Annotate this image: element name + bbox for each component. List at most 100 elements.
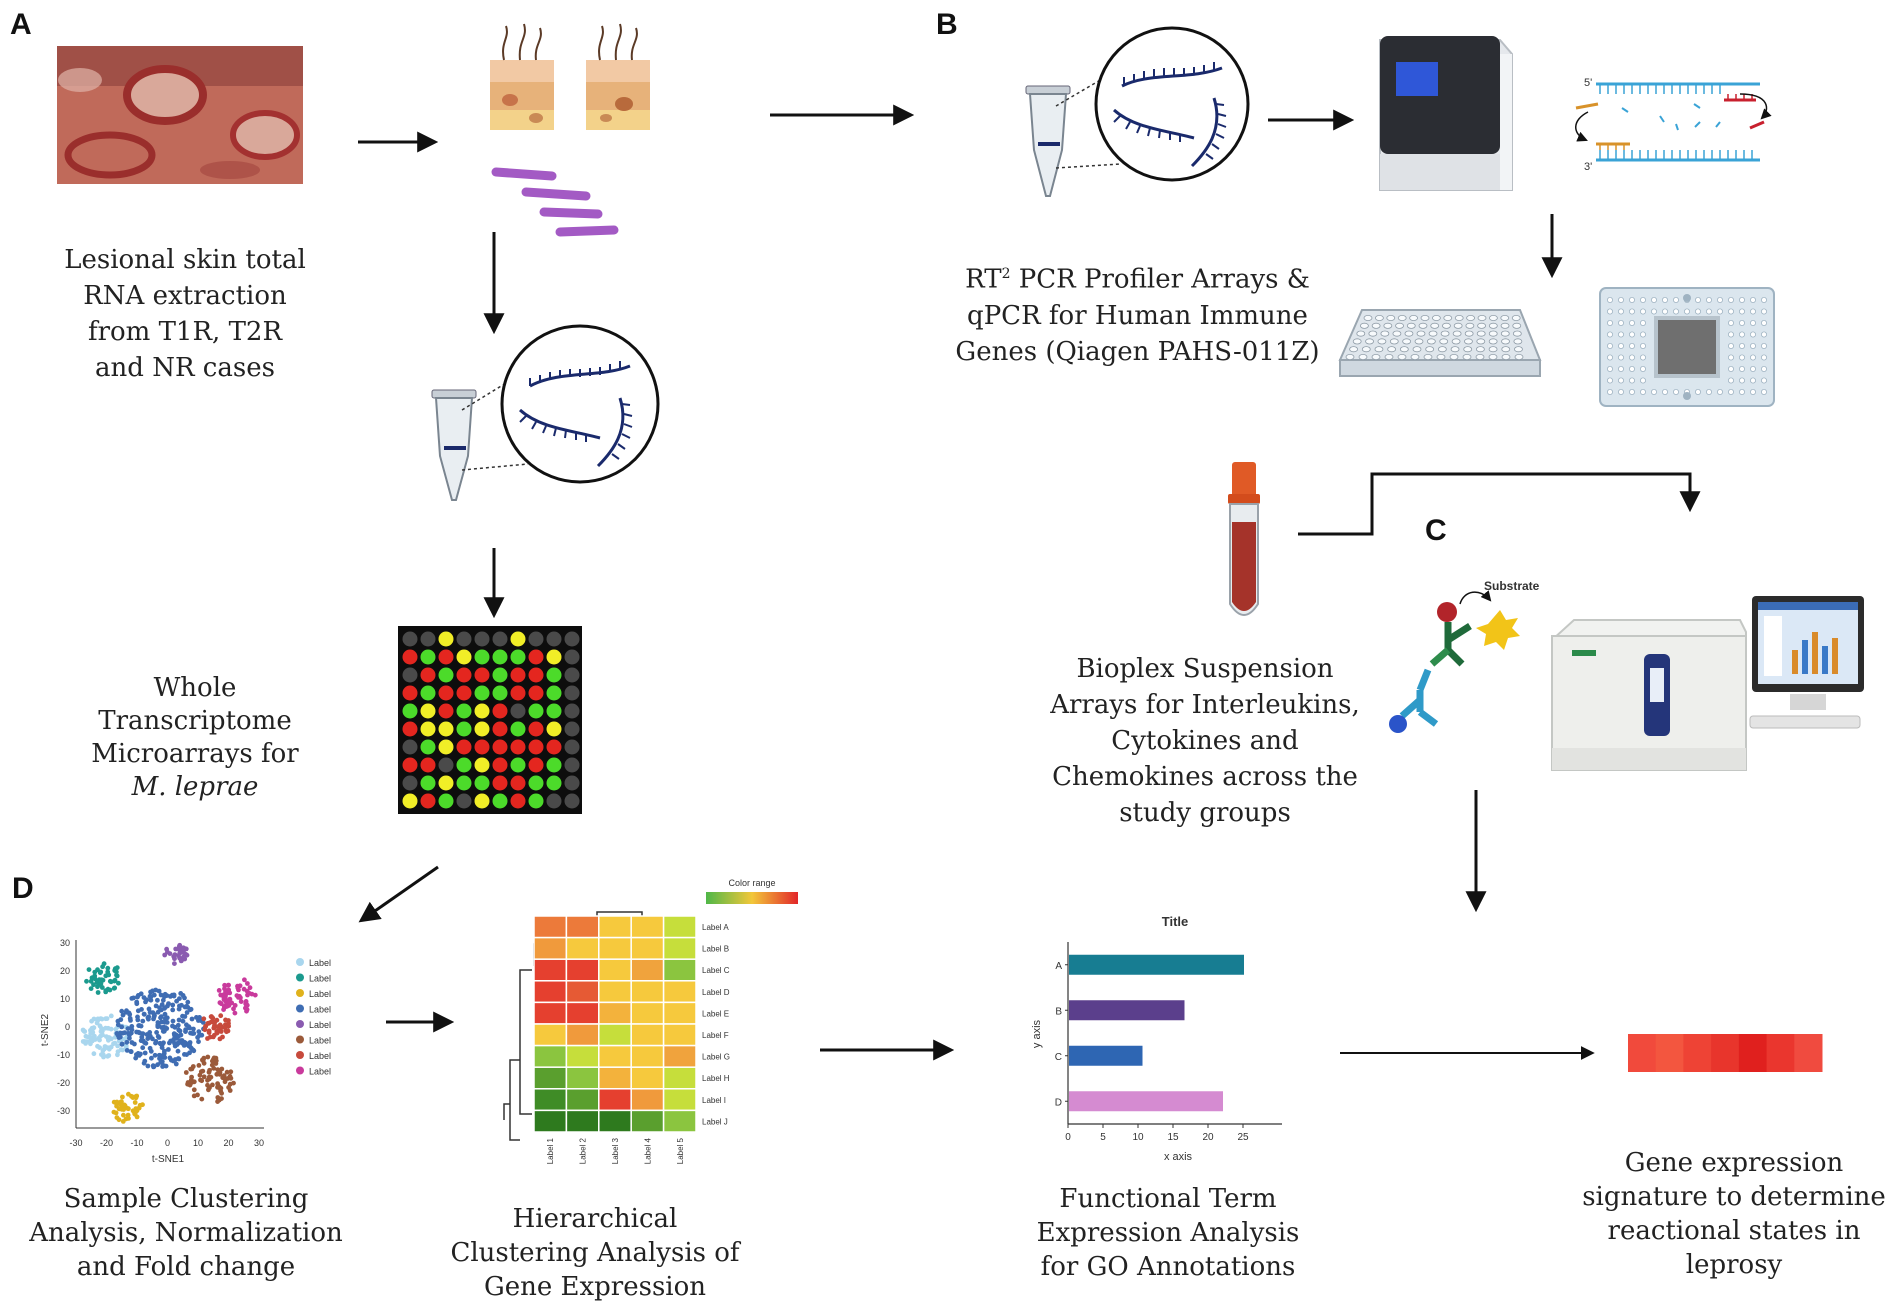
heatmap-cell bbox=[630, 980, 665, 1004]
tsne-point bbox=[182, 1052, 187, 1057]
microarray-spot bbox=[510, 703, 526, 719]
card-well bbox=[1640, 331, 1647, 338]
tsne-point bbox=[99, 985, 105, 990]
plate-well bbox=[1488, 338, 1498, 345]
microarray-spot bbox=[564, 739, 580, 755]
tsne-point bbox=[108, 979, 114, 985]
heatmap-cell bbox=[662, 915, 697, 939]
signature-cell bbox=[1794, 1034, 1823, 1072]
tsne-point bbox=[124, 1039, 130, 1045]
card-well bbox=[1629, 365, 1636, 372]
tsne-point bbox=[246, 990, 252, 996]
tsne-point bbox=[80, 1027, 86, 1033]
card-well bbox=[1607, 331, 1614, 338]
tsne-point bbox=[191, 1079, 197, 1085]
tsne-point bbox=[209, 1062, 215, 1068]
tsne-point bbox=[162, 1019, 168, 1025]
heatmap-cell bbox=[565, 1023, 600, 1047]
microarray-spot bbox=[420, 667, 436, 683]
heatmap-cell bbox=[533, 958, 568, 982]
pcr-strands-icon: 5' 3' bbox=[1575, 77, 1772, 173]
microarray-spot bbox=[438, 757, 454, 773]
heatmap-cell bbox=[565, 1066, 600, 1090]
heatmap-cell bbox=[565, 1044, 600, 1068]
card-well bbox=[1629, 308, 1636, 315]
tsne-point bbox=[159, 1045, 165, 1050]
tsne-point bbox=[120, 1094, 125, 1100]
tsne-point bbox=[183, 1070, 189, 1075]
tsne-point bbox=[247, 985, 253, 991]
plate-well bbox=[1466, 314, 1475, 321]
microarray-spot bbox=[528, 649, 544, 665]
tsne-xlabel: t-SNE1 bbox=[152, 1154, 185, 1165]
tsne-legend-label: Label bbox=[309, 974, 331, 984]
tsne-point bbox=[121, 1112, 126, 1118]
tsne-point bbox=[125, 1030, 131, 1036]
tsne-point bbox=[89, 1025, 95, 1031]
plate-well bbox=[1365, 338, 1374, 345]
tsne-point bbox=[89, 1018, 94, 1024]
microarray-spot bbox=[474, 757, 490, 773]
tsne-point bbox=[170, 1023, 175, 1029]
tsne-point bbox=[183, 1027, 189, 1033]
card-well bbox=[1618, 388, 1625, 395]
tsne-point bbox=[166, 1047, 171, 1052]
tsne-point bbox=[111, 985, 117, 991]
card-well bbox=[1750, 331, 1757, 338]
card-well bbox=[1673, 308, 1680, 315]
tsne-point bbox=[191, 1087, 197, 1093]
tsne-point bbox=[154, 1030, 160, 1035]
heatmap-cell bbox=[533, 1088, 568, 1112]
tsne-point bbox=[209, 1014, 215, 1020]
card-well bbox=[1750, 296, 1757, 303]
tsne-point bbox=[138, 991, 144, 997]
card-well bbox=[1695, 388, 1702, 395]
plate-well bbox=[1423, 353, 1433, 360]
card-well bbox=[1728, 342, 1735, 349]
card-well bbox=[1651, 296, 1658, 303]
tsne-point bbox=[177, 1003, 182, 1009]
microarray-spot bbox=[528, 739, 544, 755]
heatmap-cell bbox=[662, 1001, 697, 1025]
tsne-point bbox=[155, 1020, 161, 1025]
microarray-spot bbox=[402, 703, 418, 719]
microarray-spot bbox=[438, 631, 454, 647]
tsne-point bbox=[145, 1015, 151, 1021]
tsne-ytick: 20 bbox=[60, 966, 70, 976]
microarray-spot bbox=[546, 703, 562, 719]
tsne-point bbox=[223, 1017, 228, 1023]
tsne-point bbox=[98, 969, 104, 975]
heatmap-col-label: Label 2 bbox=[579, 1137, 588, 1164]
card-well bbox=[1717, 308, 1724, 315]
plate-well bbox=[1512, 322, 1522, 329]
microarray-spot bbox=[546, 793, 562, 809]
antibody-icon: Substrate bbox=[1389, 579, 1540, 733]
tsne-point bbox=[181, 945, 186, 951]
tsne-point bbox=[228, 1069, 234, 1075]
microarray-spot bbox=[564, 631, 580, 647]
heatmap-row-label: Label F bbox=[702, 1031, 729, 1040]
caption-rt-rest: PCR Profiler Arrays & qPCR for Human Imm… bbox=[955, 264, 1320, 367]
tsne-legend-swatch bbox=[296, 1004, 304, 1013]
heatmap-col-label: Label 5 bbox=[676, 1137, 685, 1164]
tsne-point bbox=[114, 965, 120, 971]
card-well bbox=[1618, 331, 1625, 338]
tsne-point bbox=[187, 1042, 192, 1048]
tsne-point bbox=[120, 1102, 126, 1108]
plate-well bbox=[1409, 314, 1418, 321]
microarray-spot bbox=[510, 649, 526, 665]
heatmap-col-label: Label 3 bbox=[611, 1137, 620, 1164]
plate-well bbox=[1399, 346, 1409, 353]
card-well bbox=[1728, 308, 1735, 315]
tsne-point bbox=[83, 1033, 89, 1039]
heatmap-cell bbox=[565, 958, 600, 982]
microarray-spot bbox=[438, 649, 454, 665]
plate-well bbox=[1488, 346, 1498, 353]
tsne-point bbox=[222, 986, 227, 992]
tsne-point bbox=[221, 1073, 227, 1079]
panel-label-a: A bbox=[10, 8, 32, 41]
card-well bbox=[1739, 319, 1746, 326]
microarray-spot bbox=[474, 793, 490, 809]
tsne-point bbox=[132, 1100, 138, 1105]
